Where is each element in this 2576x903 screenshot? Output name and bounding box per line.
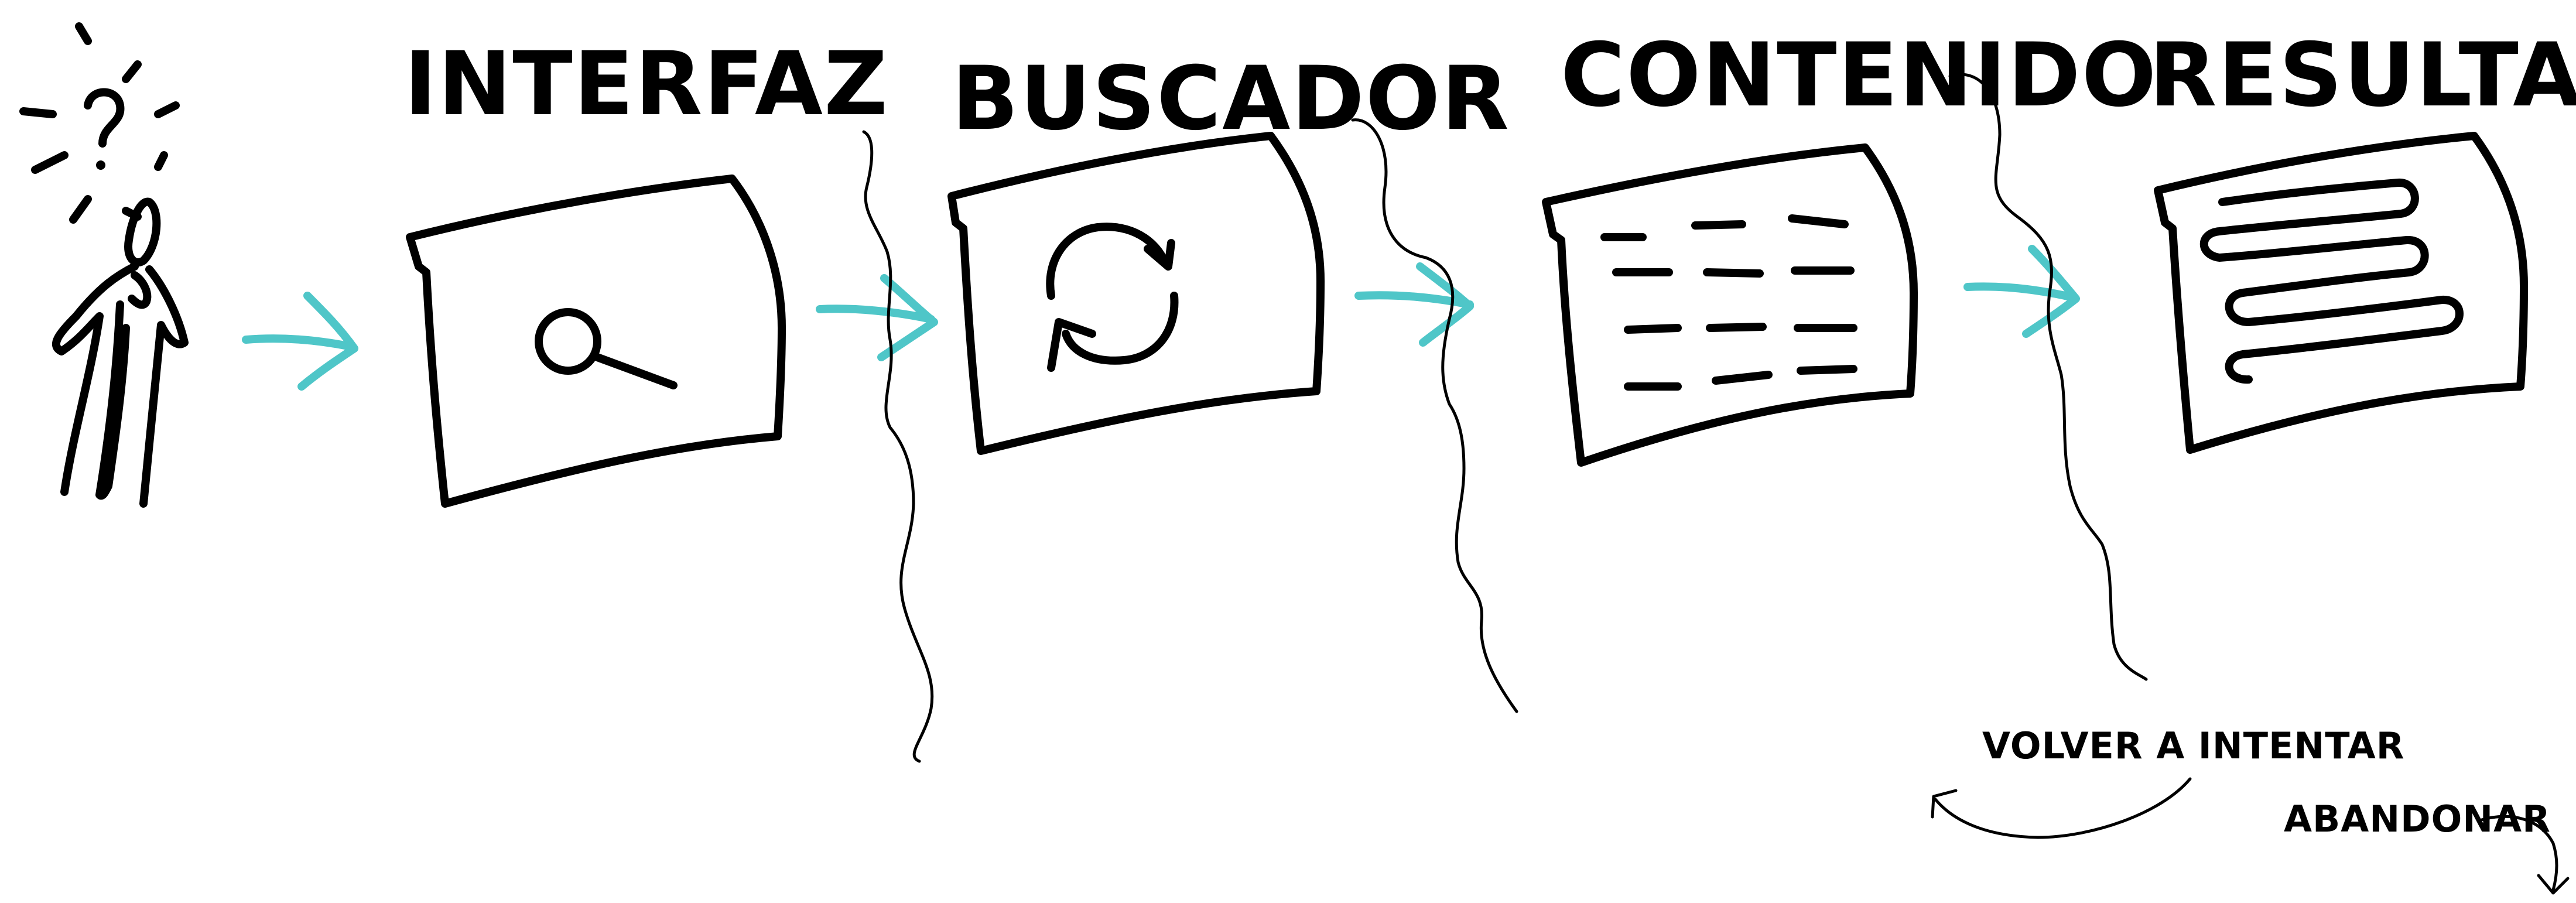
flow-arrows: [242, 245, 2080, 391]
person-left-side: [52, 262, 139, 496]
text-line-1c: [1788, 214, 1849, 228]
refresh-icon-bottom-head: [1047, 318, 1096, 372]
arrow-2: [816, 274, 938, 361]
arrow-3: [1354, 262, 1474, 347]
arrow-1: [242, 292, 358, 391]
arrow-4: [1963, 245, 2080, 338]
panel-resultado: [2154, 132, 2528, 454]
abandon-curve: [2480, 815, 2558, 892]
retry-label: VOLVER A INTENTAR: [1982, 724, 2405, 767]
text-line-2b: [1703, 268, 1764, 278]
search-icon-lens: [535, 308, 601, 375]
panel-contenido: [1542, 143, 1918, 467]
result-list-stroke: [2199, 179, 2464, 384]
person-legs: [95, 300, 130, 500]
ray-4: [154, 101, 180, 118]
arrow-2-shaft: [816, 305, 935, 323]
outcome-abandon: ABANDONAR: [2284, 798, 2570, 895]
ray-6: [154, 151, 168, 171]
wavy-dividers: [862, 73, 2148, 763]
step-contenido: CONTENIDO: [1542, 25, 2157, 467]
question-mark-dot: [96, 160, 105, 170]
refresh-icon-top-head: [1144, 239, 1175, 271]
step-buscador: BUSCADOR: [947, 48, 1510, 455]
person-right-side: [139, 265, 189, 508]
text-lines-icon: [1600, 214, 1857, 391]
search-icon-handle: [593, 353, 678, 389]
confused-person-icon: [19, 22, 189, 508]
text-line-1b: [1691, 220, 1746, 230]
person-head: [124, 197, 161, 267]
text-line-4c: [1797, 365, 1857, 375]
step-title-contenido: CONTENIDO: [1561, 25, 2157, 126]
step-interfaz: INTERFAZ: [404, 33, 889, 508]
step-title-interfaz: INTERFAZ: [404, 33, 889, 135]
wavy-line-1: [862, 130, 934, 763]
abandon-arrowhead: [2537, 874, 2570, 895]
step-title-resultado: RESULTADO: [2149, 25, 2576, 126]
step-title-buscador: BUSCADOR: [952, 48, 1510, 150]
text-line-4b: [1712, 371, 1773, 385]
step-resultado: RESULTADO: [2149, 25, 2576, 454]
ray-1: [75, 22, 92, 45]
panel-interfaz: [406, 175, 786, 508]
ray-7: [69, 195, 92, 224]
text-line-3a: [1624, 324, 1682, 334]
text-line-3b: [1706, 323, 1767, 332]
list-result-icon: [2199, 179, 2464, 384]
arrow-1-head: [297, 292, 358, 391]
ray-5: [31, 151, 69, 174]
ray-3: [19, 107, 57, 118]
arrow-4-head: [2022, 245, 2080, 338]
ray-2: [122, 60, 142, 83]
retry-curve: [1934, 777, 2192, 839]
question-mark-curve: [84, 88, 125, 148]
outcome-retry: VOLVER A INTENTAR: [1931, 724, 2405, 839]
abandon-label: ABANDONAR: [2284, 798, 2551, 840]
refresh-icon-top-arc: [1046, 223, 1169, 300]
arrow-4-shaft: [1963, 282, 2077, 302]
search-icon: [535, 308, 678, 389]
refresh-icon-bottom-arc: [1062, 292, 1179, 365]
retry-arrowhead: [1931, 789, 1958, 819]
arrow-3-head: [1416, 262, 1474, 347]
arrow-3-shaft: [1354, 291, 1474, 309]
wavy-line-2: [1351, 118, 1518, 713]
arrow-2-head: [877, 274, 938, 361]
panel-buscador: [947, 132, 1325, 455]
person-hand: [128, 271, 152, 309]
wavy-line-3: [1948, 73, 2148, 681]
refresh-icon: [1046, 223, 1179, 372]
arrow-1-shaft: [242, 334, 355, 351]
